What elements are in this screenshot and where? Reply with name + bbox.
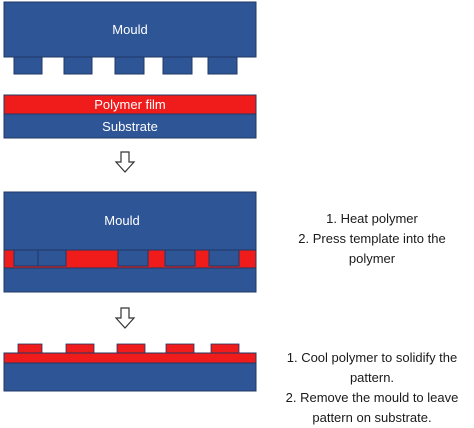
- mould-tooth: [208, 249, 240, 267]
- caption-line: 2. Remove the mould to leave: [285, 390, 459, 405]
- mould-tooth: [162, 56, 193, 75]
- mould-tooth: [63, 56, 93, 75]
- substrate-layer: [3, 362, 257, 392]
- substrate-layer: [3, 113, 257, 139]
- polymer-pattern-bump: [17, 343, 43, 354]
- polymer-film-label: Polymer film: [94, 97, 166, 112]
- mould-tooth: [117, 249, 149, 267]
- stage-1-mould: Mould: [3, 1, 257, 75]
- mould-tooth: [114, 56, 145, 75]
- mould-tooth: [164, 249, 196, 267]
- down-arrow-icon: [114, 151, 136, 173]
- mould-body: [3, 1, 257, 58]
- mould-label: Mould: [112, 22, 147, 37]
- stage-2-press: Mould: [3, 191, 257, 293]
- step-3-caption: 1. Cool polymer to solidify the pattern.…: [270, 348, 474, 428]
- stage-3-patterned-substrate: [3, 343, 257, 392]
- caption-line: 1. Cool polymer to solidify the: [286, 350, 458, 365]
- mould-tooth: [207, 56, 238, 75]
- caption-line: pattern on substrate.: [312, 410, 432, 425]
- caption-line: 1. Heat polymer: [326, 211, 418, 226]
- mould-tooth: [37, 249, 67, 267]
- down-arrow-icon: [114, 307, 136, 329]
- substrate-layer: [3, 267, 257, 293]
- polymer-pattern-bump: [116, 343, 146, 354]
- polymer-pattern-bump: [65, 343, 95, 354]
- stage-1-polymer-and-substrate: Polymer film Substrate: [3, 94, 257, 139]
- mould-tooth: [13, 56, 43, 75]
- polymer-pattern-bump: [165, 343, 195, 354]
- caption-line: 2. Press template into the: [298, 231, 446, 246]
- mould-label: Mould: [104, 213, 139, 228]
- substrate-label: Substrate: [102, 119, 158, 134]
- step-2-caption: 1. Heat polymer 2. Press template into t…: [270, 209, 474, 269]
- caption-line: polymer: [348, 251, 396, 266]
- caption-line: pattern.: [349, 370, 395, 385]
- polymer-pattern-bump: [210, 343, 240, 354]
- polymer-residual-layer: [3, 352, 257, 364]
